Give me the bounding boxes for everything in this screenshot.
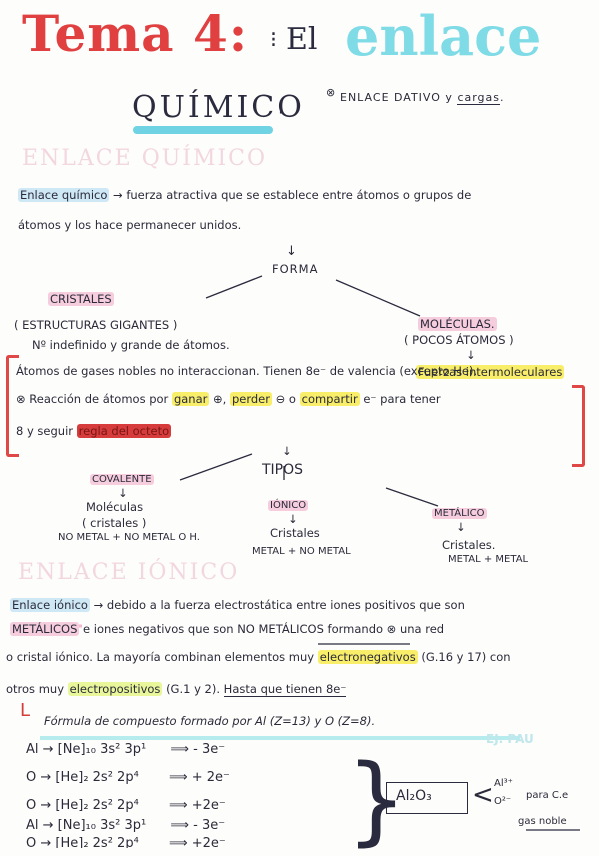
fuerzas-intermoleculares: Fuerzas intermoleculares — [416, 365, 565, 379]
side-note-bullet-icon: ⊗ — [326, 86, 336, 99]
ionico-arrow: ↓ — [288, 512, 298, 526]
cristales-label: CRISTALES — [48, 292, 114, 306]
quimico-dots: ⁝ — [278, 98, 284, 119]
formula-l-mark: L — [20, 700, 31, 721]
definition-arrow: → — [113, 188, 123, 202]
covalente-line-2: ( cristales ) — [82, 516, 147, 530]
cristales-line-1: ( ESTRUCTURAS GIGANTES ) — [14, 318, 178, 332]
side-note: ENLACE DATIVO y cargas. — [340, 91, 505, 105]
ionico-def-line-4: otros muy electropositivos (G.1 y 2). Ha… — [6, 682, 347, 697]
covalente-line-3: NO METAL + NO METAL O H. — [58, 532, 200, 543]
tipos-arrow: ↓ — [282, 444, 292, 458]
faded-heading-2: ENLACE IÓNICO — [18, 560, 240, 585]
left-bracket — [6, 355, 19, 457]
metalicos-highlight: METÁLICOS — [10, 622, 80, 636]
side-note-prefix: ENLACE DATIVO y — [340, 91, 453, 104]
metalico-line-2: METAL + METAL — [448, 554, 529, 565]
config-line-4: Al → [Ne]₁₀ 3s² 3p¹ ⟹ - 3e⁻ — [26, 818, 226, 833]
side-note-underlined: cargas — [457, 91, 501, 105]
result-brace: } — [346, 744, 408, 856]
box-note-line-1: Átomos de gases nobles no interaccionan.… — [16, 364, 478, 378]
ganar-highlight: ganar — [171, 392, 210, 406]
ionico-line-1: Cristales — [270, 526, 320, 540]
ionico-def-line-1: Enlace iónico → debido a la fuerza elect… — [10, 598, 465, 612]
no-metalicos-underlined: NO METÁLICOS — [237, 622, 324, 636]
regla-octeto-highlight: regla del octeto — [76, 424, 172, 438]
title-separator-dots: ⁝ — [270, 28, 277, 53]
result-lt: < — [472, 780, 494, 810]
covalente-label: COVALENTE — [90, 474, 154, 485]
result-formula: Al₂O₃ — [396, 788, 432, 804]
definition-term: Enlace químico — [18, 188, 110, 202]
title-enlace: enlace — [345, 4, 542, 68]
moleculas-line-1: ( POCOS ÁTOMOS ) — [404, 333, 514, 347]
ej-pau-label: EJ. PAU — [486, 732, 534, 746]
config-line-3: O → [He]₂ 2s² 2p⁴ ⟹ +2e⁻ — [26, 798, 226, 813]
tipos-label: TIPOS — [262, 462, 304, 478]
moleculas-label: MOLÉCULAS. — [418, 317, 497, 331]
electropositivos-highlight: electropositivos — [67, 682, 163, 696]
covalente-line-1: Moléculas — [86, 500, 144, 514]
metalico-arrow: ↓ — [456, 520, 466, 534]
box-note-line-3: 8 y seguir regla del octeto — [16, 424, 172, 438]
definition-line-2: átomos y los hace permanecer unidos. — [18, 218, 242, 232]
cristales-line-2: Nº indefinido y grande de átomos. — [32, 338, 230, 352]
forma-arrow: ↓ — [286, 244, 297, 259]
ionico-def-line-3: o cristal iónico. La mayoría combinan el… — [6, 650, 511, 664]
forma-label: FORMA — [272, 262, 319, 276]
ionico-line-2: METAL + NO METAL — [252, 546, 351, 557]
definition-text-1: fuerza atractiva que se establece entre … — [126, 188, 472, 202]
box-note-line-2: ⊗ Reacción de átomos por ganar ⊕, perder… — [16, 392, 441, 406]
right-bracket — [572, 385, 585, 467]
title-el: El — [286, 22, 318, 57]
ionico-def-line-2: METÁLICOS e iones negativos que son NO M… — [10, 622, 445, 636]
result-ion-1: Al³⁺ — [494, 778, 513, 789]
title-tema: Tema 4: — [22, 4, 249, 63]
result-note-2: gas noble — [518, 816, 567, 827]
config-line-1: Al → [Ne]₁₀ 3s² 3p¹ ⟹ - 3e⁻ — [26, 742, 226, 757]
moleculas-arrow: ↓ — [466, 348, 476, 362]
metalico-line-1: Cristales. — [442, 538, 496, 552]
definition-line-1: Enlace químico → fuerza atractiva que se… — [18, 188, 471, 202]
ionico-label: IÓNICO — [268, 500, 309, 511]
result-ion-2: O²⁻ — [494, 796, 512, 807]
config-line-5: O → [He]₂ 2s² 2p⁴ ⟹ +2e⁻ — [26, 836, 226, 848]
side-note-suffix: . — [500, 91, 505, 104]
enlace-ionico-term: Enlace iónico — [10, 598, 90, 612]
compartir-highlight: compartir — [299, 392, 360, 406]
faded-heading-1: ENLACE QUÍMICO — [22, 146, 268, 171]
formula-line: Fórmula de compuesto formado por Al (Z=1… — [44, 714, 376, 728]
electronegativos-highlight: electronegativos — [317, 650, 418, 664]
metalico-label: METÁLICO — [432, 508, 487, 519]
quimico-underline — [133, 126, 273, 134]
perder-highlight: perder — [229, 392, 272, 406]
result-note-1: para C.e — [526, 790, 569, 801]
config-line-2: O → [He]₂ 2s² 2p⁴ ⟹ + 2e⁻ — [26, 770, 230, 785]
title-quimico: QUÍMICO — [132, 90, 305, 125]
result-box — [386, 782, 468, 814]
covalente-arrow: ↓ — [118, 486, 128, 500]
hasta-8e-underlined: Hasta que tienen 8e⁻ — [223, 682, 347, 697]
